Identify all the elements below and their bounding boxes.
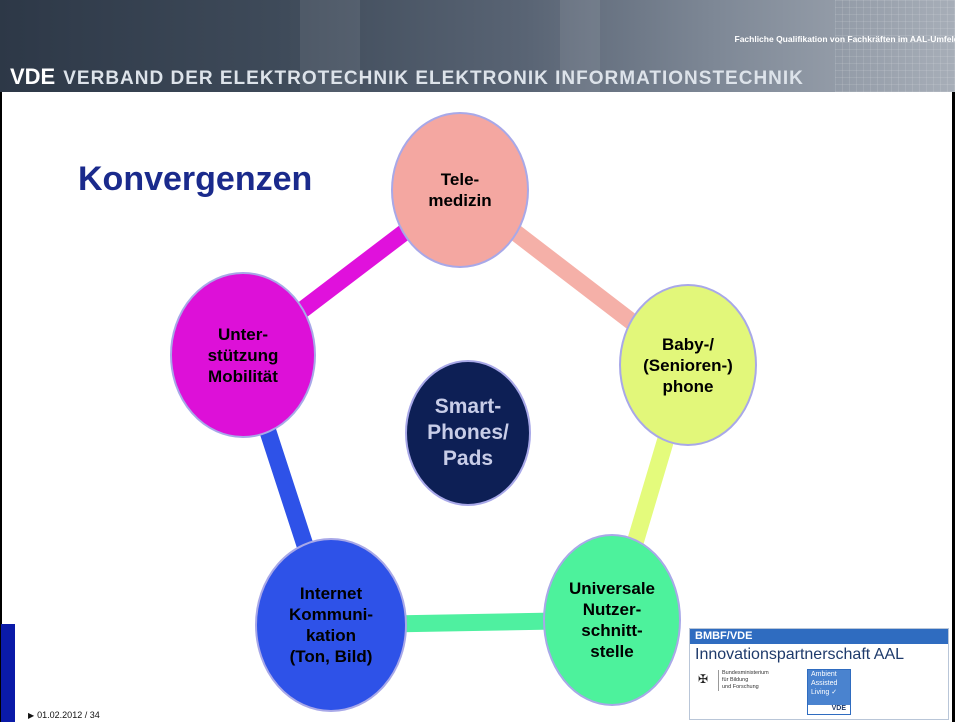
node-center-smartphones-circle xyxy=(405,360,531,506)
bmbf-vde-logo: BMBF/VDE Innovationspartnerschaft AAL ✠ … xyxy=(689,628,949,720)
node-center-smartphones-label: Smart- Phones/ Pads xyxy=(427,395,509,470)
federal-eagle-icon: ✠ xyxy=(698,672,709,686)
node-kommunikation-label: Internet Kommuni- kation (Ton, Bild) xyxy=(288,584,374,666)
vde-logo: VDE xyxy=(10,64,56,89)
slide-frame-right xyxy=(952,92,955,722)
organization-full-name: VERBAND DER ELEKTROTECHNIK ELEKTRONIK IN… xyxy=(63,68,804,89)
aal-badge-line: Living ✓ xyxy=(811,689,838,696)
node-telemedizin-circle xyxy=(391,112,529,268)
slide-title: Konvergenzen xyxy=(78,160,313,198)
course-title: Fachliche Qualifikation von Fachkräften … xyxy=(734,34,955,44)
node-mobilitaet-label: Unter- stützung Mobilität xyxy=(207,324,279,386)
aal-badge-line: Assisted xyxy=(811,680,838,687)
node-babyphone-label: Baby-/ (Senioren-) phone xyxy=(643,334,733,396)
diagram-nodes xyxy=(170,112,757,712)
aal-badge-line: Ambient xyxy=(811,671,837,678)
page-number-text: 01.02.2012 / 34 xyxy=(37,710,100,720)
slide-frame-left xyxy=(0,92,2,722)
header-decoration xyxy=(560,0,600,92)
node-kommunikation-circle xyxy=(255,538,407,712)
header-banner: Fachliche Qualifikation von Fachkräften … xyxy=(0,0,955,92)
accent-bar xyxy=(1,624,15,722)
node-babyphone-circle xyxy=(619,284,757,446)
ministry-name: Bundesministerium für Bildung und Forsch… xyxy=(718,670,769,691)
logo-header: BMBF/VDE xyxy=(690,629,948,644)
page-number: ▶01.02.2012 / 34 xyxy=(28,710,100,720)
node-nutzerschnittstelle-label: Universale Nutzer- schnitt- stelle xyxy=(569,579,655,661)
aal-badge-vde: VDE xyxy=(808,705,850,714)
aal-badge: Ambient Assisted Living ✓ VDE xyxy=(807,669,851,715)
node-mobilitaet-circle xyxy=(170,272,316,438)
organization-name: VDE VERBAND DER ELEKTROTECHNIK ELEKTRONIK… xyxy=(10,64,804,90)
header-decoration xyxy=(300,0,360,92)
header-grid-pattern xyxy=(835,0,955,92)
logo-name: Innovationspartnerschaft AAL xyxy=(695,646,905,663)
node-telemedizin-label: Tele- medizin xyxy=(428,170,492,210)
node-nutzerschnittstelle-circle xyxy=(543,534,681,706)
